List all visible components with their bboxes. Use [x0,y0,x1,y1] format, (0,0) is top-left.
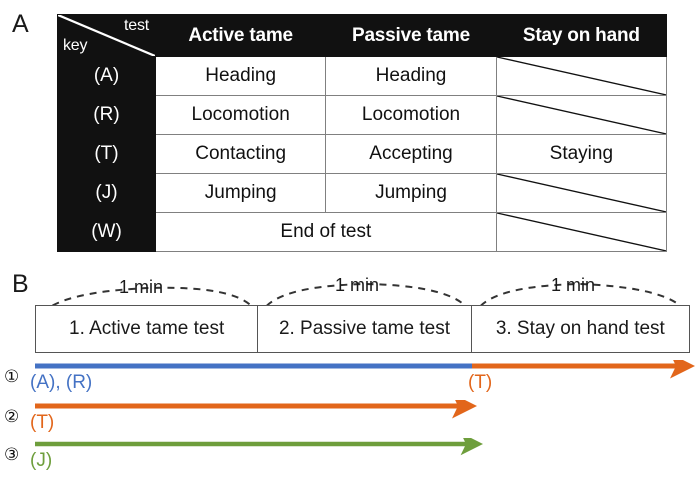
timeline-row-3: ③ (J) [0,438,700,478]
corner-diagonal-line [58,15,155,56]
table-row: (T) Contacting Accepting Staying [57,134,668,174]
column-header-passive-tame: Passive tame [325,14,497,57]
cell-t-active-tame: Contacting [154,134,327,174]
cell-r-stay-on-hand-struck [495,95,668,135]
cell-w-stay-on-hand-struck [495,212,668,252]
timeline-2-key-label: (T) [30,412,55,433]
cell-a-stay-on-hand-struck [495,56,668,96]
table-row: (J) Jumping Jumping [57,173,668,213]
table-header-row: test key Active tame Passive tame Stay o… [57,14,668,57]
timeline-1-key-label: (A), (R) [30,372,93,393]
test-box-stay-on-hand[interactable]: 3. Stay on hand test [495,318,665,339]
cell-j-stay-on-hand-struck [495,173,668,213]
panel-b-timeline: 1 min 1 min 1 min 1. Active tame test 2.… [0,255,700,471]
timeline-1-endpoint-label: (T) [468,372,493,393]
row-key-j: (J) [57,173,156,213]
brace-3 [473,282,690,320]
test-box-active-tame[interactable]: 1. Active tame test [36,306,259,352]
test-box-passive-tame[interactable]: 2. Passive tame test [258,306,472,352]
panel-a-letter: A [12,10,29,38]
cell-r-active-tame: Locomotion [154,95,327,135]
cell-a-passive-tame: Heading [325,56,497,96]
table-row: (R) Locomotion Locomotion [57,95,668,135]
timeline-number-3: ③ [4,445,20,464]
column-header-active-tame: Active tame [154,14,327,57]
cell-r-passive-tame: Locomotion [325,95,497,135]
table-row: (W) End of test [57,212,668,252]
strikethrough-diagonal-icon [497,213,666,251]
test-stage-boxes: 1. Active tame test 2. Passive tame test… [35,305,690,353]
timeline-number-1: ① [4,367,20,386]
behavior-key-table: test key Active tame Passive tame Stay o… [57,14,668,252]
strikethrough-diagonal-icon [497,96,666,134]
timeline-row-1: ① (A), (R) (T) [0,360,700,400]
brace-2 [259,282,473,318]
corner-row-axis-label: key [63,37,88,54]
table-row: (A) Heading Heading [57,56,668,96]
timeline-row-2: ② (T) [0,400,700,440]
cell-w-end-of-test: End of test [155,212,497,252]
panel-b-letter: B [12,270,29,298]
cell-j-passive-tame: Jumping [325,173,497,213]
row-key-r: (R) [57,95,156,135]
strikethrough-diagonal-icon [497,57,666,95]
row-key-a: (A) [57,56,156,96]
duration-label-2: 1 min [335,275,380,295]
timeline-arrow-2 [35,400,477,419]
corner-col-axis-label: test [124,17,149,34]
brace-1 [36,286,259,326]
timeline-arrow-3 [35,438,484,456]
row-key-w: (W) [57,212,156,252]
timeline-arrow-1 [35,360,695,379]
cell-a-active-tame: Heading [154,56,327,96]
duration-braces [36,282,690,326]
duration-label-3: 1 min [551,275,596,295]
cell-t-stay-on-hand: Staying [495,134,668,174]
strikethrough-diagonal-icon [497,174,666,212]
cell-t-passive-tame: Accepting [325,134,497,174]
timeline-number-2: ② [4,407,20,426]
table-corner-cell: test key [57,14,156,57]
cell-j-active-tame: Jumping [154,173,327,213]
column-header-stay-on-hand: Stay on hand [495,14,668,57]
duration-label-1: 1 min [119,277,164,297]
row-key-t: (T) [57,134,156,174]
timeline-3-key-label: (J) [30,450,53,471]
